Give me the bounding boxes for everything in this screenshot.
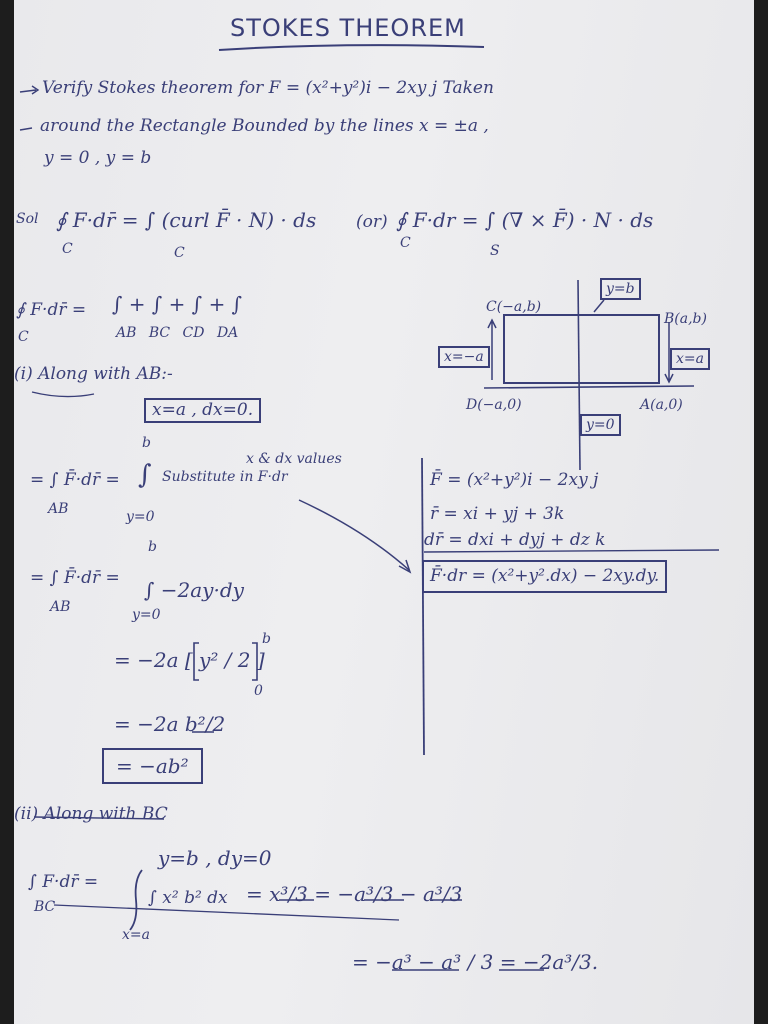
ink-strokes [19,44,720,971]
bc-integrand: ∫ x² b² dx [148,888,228,908]
ab-step2-rhs: ∫ −2ay·dy [144,578,244,602]
bc-sub: BC [34,899,56,915]
ab-step1-note1: x & dx values [246,451,342,467]
decomp-sub-c: C [18,329,29,345]
bc-lower-limit: x=a [122,927,150,943]
problem-line-2: around the Rectangle Bounded by the line… [40,116,489,136]
statement-or: (or) [356,212,388,232]
point-c-label: C(−a,b) [486,299,542,315]
side-note-r: r̄ = xi + yj + 3k [430,504,565,524]
decomp-subs: AB BC CD DA [116,325,239,341]
statement-lhs: ∮ F·dr̄ = ∫ (curl F̄ · N) · ds [56,208,317,232]
ab-step1-sub: AB [48,501,69,517]
ab-step1-integral: ∫ [138,460,152,490]
ab-step1-lower: y=0 [126,509,155,525]
point-d-label: D(−a,0) [466,397,522,413]
statement-sub-s: S [490,243,500,259]
left-line-box: x=−a [438,346,490,368]
ab-result-box: = −ab² [102,748,203,784]
ab-step2-sub: AB [50,599,71,615]
ab-step1-upper: b [142,435,151,451]
point-b-label: B(a,b) [664,311,707,327]
along-bc-heading: (ii) Along with BC [14,804,168,824]
notebook-page: STOKES THEOREM Verify Stokes theorem for… [14,0,754,1024]
ab-step3: = −2a [ y² / 2 ] [114,648,265,672]
bc-step2: = −a³ − a³ / 3 = −2a³/3. [352,950,599,974]
ab-step2-upper: b [148,539,157,555]
along-ab-condition: x=a , dx=0. [144,398,262,423]
bc-lhs: ∫ F·dr̄ = [28,872,99,892]
statement-sub-c3: C [400,235,411,251]
ab-step2-lhs: = ∫ F̄·dr̄ = [30,568,120,588]
bottom-line-box: y=0 [580,414,621,436]
ab-step3-upper: b [262,631,271,647]
ab-step4: = −2a b²/2 [114,712,226,736]
page-title: STOKES THEOREM [230,14,466,42]
top-line-box: y=b [600,278,641,300]
ab-step2-lower: y=0 [132,607,161,623]
statement-sub-c1: C [62,241,73,257]
statement-rhs: ∮ F·dr = ∫ (∇ × F̄) · N · ds [396,208,654,232]
ab-step1-note2: Substitute in F·dr [162,469,288,485]
ab-step1-lhs: = ∫ F̄·dr̄ = [30,470,120,490]
right-line-box: x=a [670,348,710,370]
point-a-label: A(a,0) [640,397,683,413]
statement-sub-c2: C [174,245,185,261]
side-note-fdr-box: F̄·dr = (x²+y².dx) − 2xy.dy. [422,560,668,593]
ab-step3-lower: 0 [254,683,263,699]
solution-label: Sol [16,211,39,227]
decomp-rhs: ∫ + ∫ + ∫ + ∫ [112,292,243,316]
side-note-dr: dr̄ = dxi + dyj + dz k [424,530,606,550]
along-bc-condition: y=b , dy=0 [158,846,272,870]
bc-step1: = x³/3 = −a³/3 − a³/3 [246,882,463,906]
problem-line-1: Verify Stokes theorem for F = (x²+y²)i −… [42,78,494,98]
problem-line-3: y = 0 , y = b [44,148,152,168]
side-note-f: F̄ = (x²+y²)i − 2xy j [430,470,599,490]
decomp-lhs: ∮ F·dr̄ = [16,300,87,320]
along-ab-heading: (i) Along with AB:- [14,364,173,384]
